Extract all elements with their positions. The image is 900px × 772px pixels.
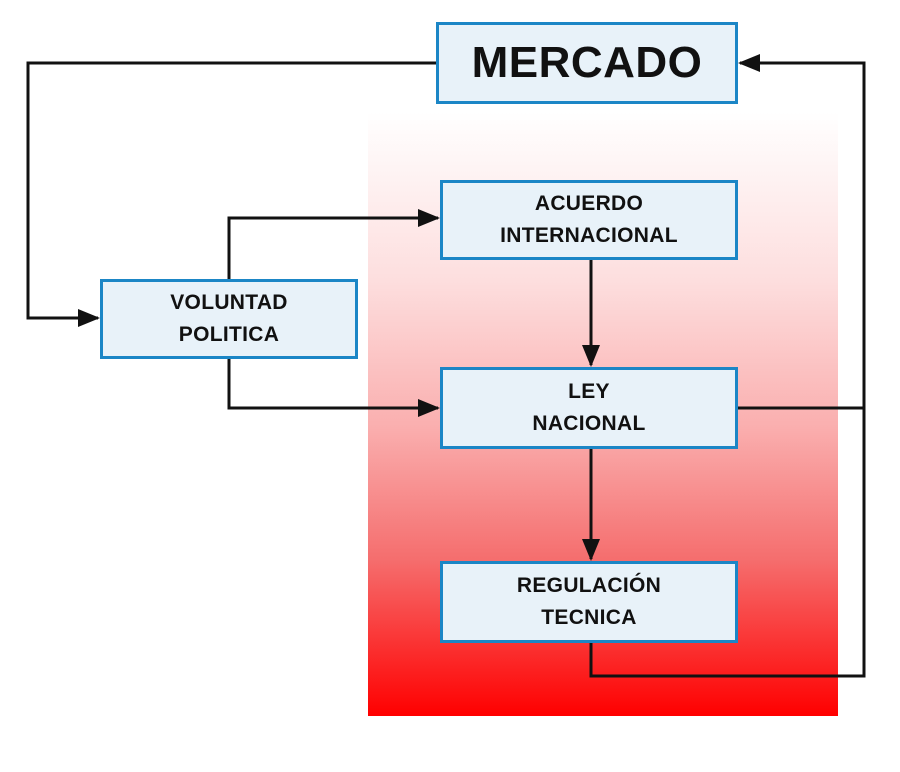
- edge-voluntad-to-acuerdo: [227, 209, 440, 279]
- node-ley-label-1: LEY: [568, 380, 610, 403]
- edge-voluntad-to-ley: [227, 359, 440, 417]
- node-voluntad-label-2: POLITICA: [178, 323, 280, 346]
- node-mercado-label-1: MERCADO: [471, 38, 703, 87]
- node-ley-label-2: NACIONAL: [532, 412, 646, 435]
- node-regulacion-label-1: REGULACIÓN: [516, 574, 662, 597]
- node-acuerdo-label-1: ACUERDO: [534, 192, 644, 215]
- node-acuerdo-internacional: ACUERDO INTERNACIONAL: [440, 180, 738, 260]
- edge-regulacion-to-mercado: [589, 54, 866, 678]
- edge-mercado-to-voluntad: [26, 61, 436, 327]
- node-regulacion-tecnica: REGULACIÓN TECNICA: [440, 561, 738, 643]
- node-acuerdo-label-2: INTERNACIONAL: [500, 224, 678, 247]
- node-voluntad-label-1: VOLUNTAD: [170, 291, 288, 314]
- node-mercado: MERCADO: [436, 22, 738, 104]
- node-regulacion-label-2: TECNICA: [541, 606, 637, 629]
- node-ley-nacional: LEY NACIONAL: [440, 367, 738, 449]
- node-voluntad-politica: VOLUNTAD POLITICA: [100, 279, 358, 359]
